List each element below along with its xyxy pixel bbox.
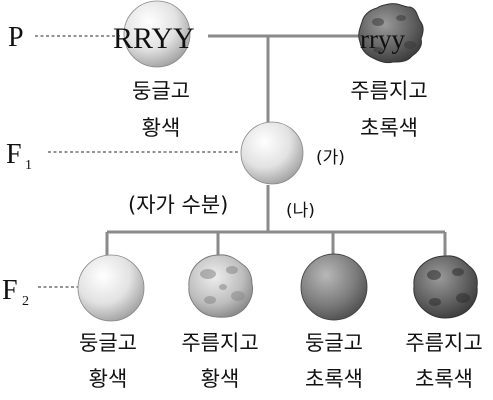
parent-left-phenotype-line2: 황색 bbox=[142, 116, 181, 140]
f1-seed bbox=[240, 121, 304, 185]
parent-right-phenotype-line1: 주름지고 bbox=[350, 79, 427, 103]
generation-guides bbox=[35, 35, 240, 288]
f2-1-line2: 황색 bbox=[89, 367, 128, 391]
f1-tag: (가) bbox=[316, 148, 345, 168]
self-pollination-label: (자가 수분) bbox=[128, 193, 228, 217]
f2-seed-round-green bbox=[300, 253, 368, 321]
parent-right-genotype: rryy bbox=[360, 24, 405, 54]
cross-lines bbox=[105, 34, 447, 258]
f2-1-line1: 둥글고 bbox=[79, 331, 137, 355]
cross-tag: (나) bbox=[286, 201, 315, 221]
f2-3-line1: 둥글고 bbox=[305, 331, 363, 355]
generation-f1-label: F bbox=[6, 139, 22, 170]
parent-left-phenotype-line1: 둥글고 bbox=[132, 79, 190, 103]
f2-seed-round-yellow bbox=[77, 254, 145, 322]
f2-2-line1: 주름지고 bbox=[181, 331, 258, 355]
generation-p-label: P bbox=[8, 22, 24, 53]
f2-2-line2: 황색 bbox=[201, 367, 240, 391]
generation-f2-subscript: 2 bbox=[22, 294, 29, 309]
generation-f2-label: F bbox=[2, 275, 18, 306]
f2-3-line2: 초록색 bbox=[305, 367, 363, 391]
f2-wrinkle-texture-yellow bbox=[200, 266, 245, 304]
f2-4-line1: 주름지고 bbox=[405, 331, 482, 355]
parent-round-yellow-seed bbox=[123, 0, 191, 68]
f2-seed-wrinkled-green bbox=[413, 255, 478, 319]
f2-wrinkle-texture-green bbox=[427, 268, 470, 306]
parent-right-phenotype-line2: 초록색 bbox=[360, 116, 418, 140]
parent-wrinkle-texture bbox=[372, 15, 416, 53]
f2-4-line2: 초록색 bbox=[415, 367, 473, 391]
generation-f1-subscript: 1 bbox=[25, 158, 32, 173]
parent-left-genotype: RRYY bbox=[113, 22, 195, 55]
